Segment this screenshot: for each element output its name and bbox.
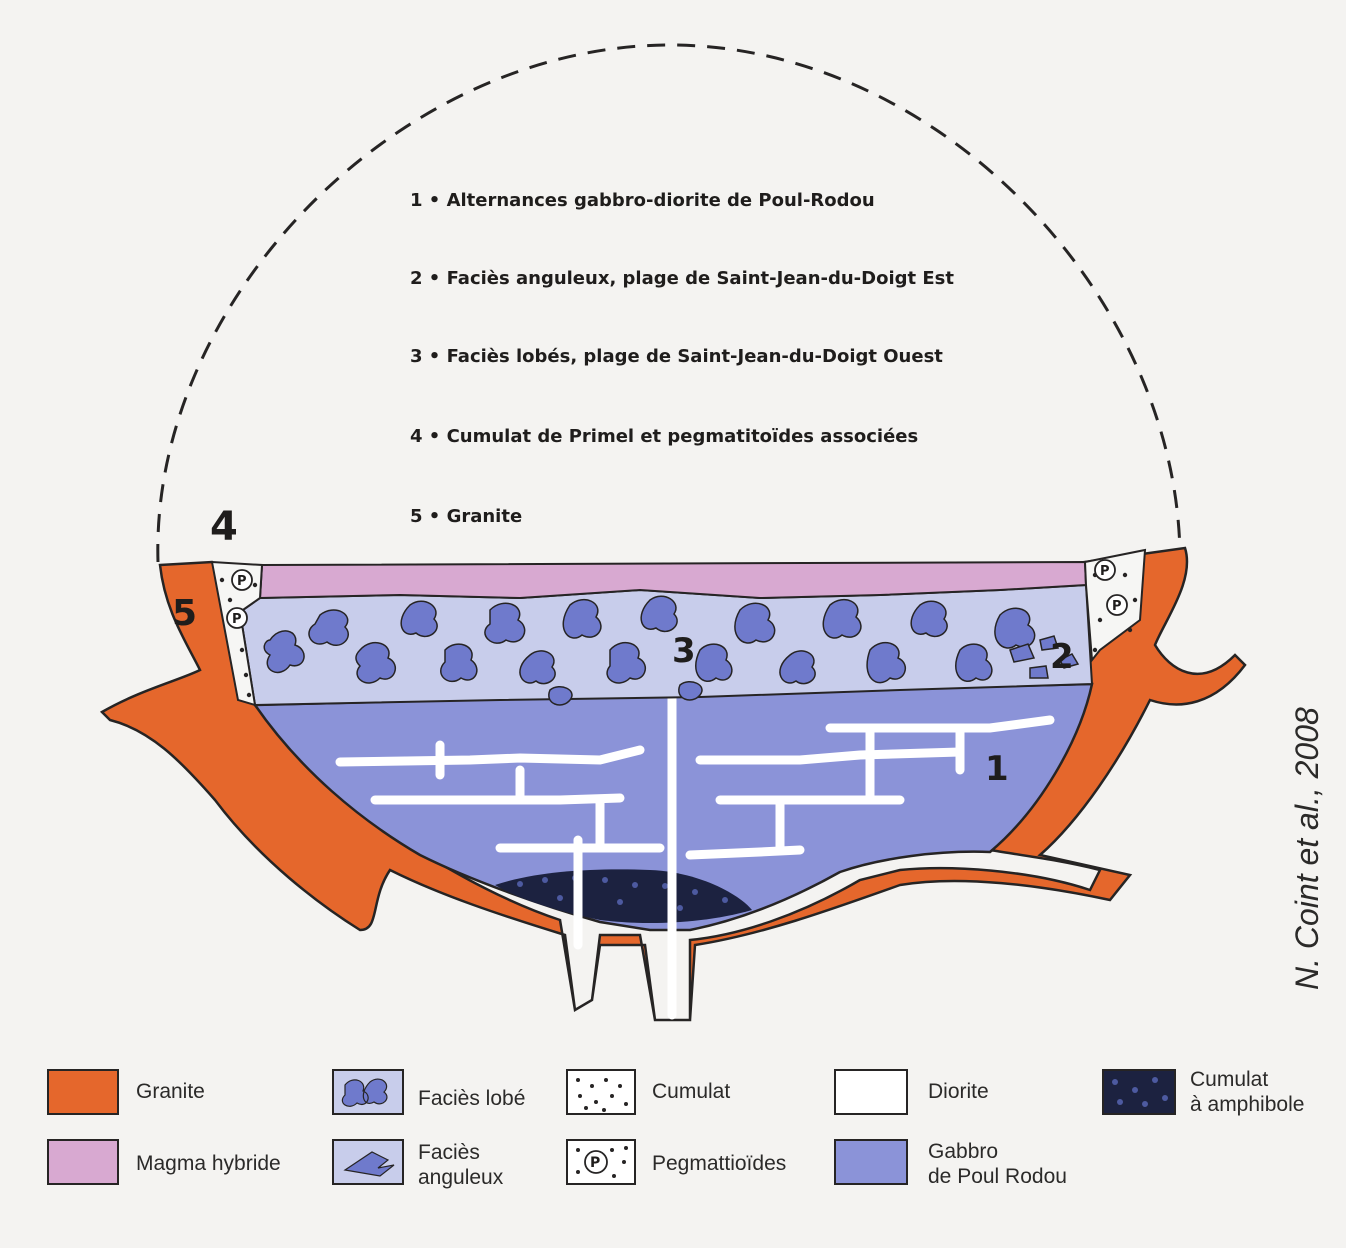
credit-text: N. Coint et al., 2008 [1289,707,1325,990]
dome-outline [158,45,1180,562]
legend-label-diorite: Diorite [928,1080,989,1103]
legend-swatch-granite [48,1070,118,1114]
legend-swatch-amphibole [1103,1070,1175,1114]
zone-label-2: 2 [1050,637,1074,677]
item-2-text: 2 • Faciès anguleux, plage de Saint-Jean… [410,268,954,289]
legend-swatch-cumulat [567,1070,635,1114]
legend-label-lobe: Faciès lobé [418,1087,525,1110]
pegmatite-label: P [1112,599,1122,614]
legend-label-hybrid-magma: Magma hybride [136,1152,281,1175]
pegmatite-label: P [237,574,247,589]
numbered-list: 1 • Alternances gabbro-diorite de Poul-R… [410,190,954,527]
legend-label-gabbro-1: Gabbro [928,1140,998,1163]
legend-label-amphibole-2: à amphibole [1190,1093,1304,1116]
legend-swatch-diorite [835,1070,907,1114]
legend-label-pegmatite: Pegmattioïdes [652,1152,786,1175]
pegmatite-label: P [232,612,242,627]
zone-label-5: 5 [172,593,197,634]
item-3-text: 3 • Faciès lobés, plage de Saint-Jean-du… [410,346,943,367]
legend-label-angular-1: Faciès [418,1141,480,1164]
legend-pegmatite-marker: P [590,1155,600,1171]
legend-label-granite: Granite [136,1080,205,1103]
zone-label-1: 1 [985,749,1009,789]
item-4-text: 4 • Cumulat de Primel et pegmatitoïdes a… [410,426,918,447]
legend-label-amphibole-1: Cumulat [1190,1068,1268,1091]
pegmatite-label: P [1100,564,1110,579]
item-1-text: 1 • Alternances gabbro-diorite de Poul-R… [410,190,875,211]
legend-label-angular-2: anguleux [418,1166,504,1189]
legend-label-gabbro-2: de Poul Rodou [928,1165,1067,1188]
legend-label-cumulat: Cumulat [652,1080,730,1103]
legend-swatch-hybrid-magma [48,1140,118,1184]
zone-label-3: 3 [672,631,696,671]
legend: Granite Faciès lobé Cumulat Diorite Cumu… [48,1068,1304,1189]
zone-label-4: 4 [210,504,238,550]
item-5-text: 5 • Granite [410,506,522,527]
legend-swatch-gabbro [835,1140,907,1184]
